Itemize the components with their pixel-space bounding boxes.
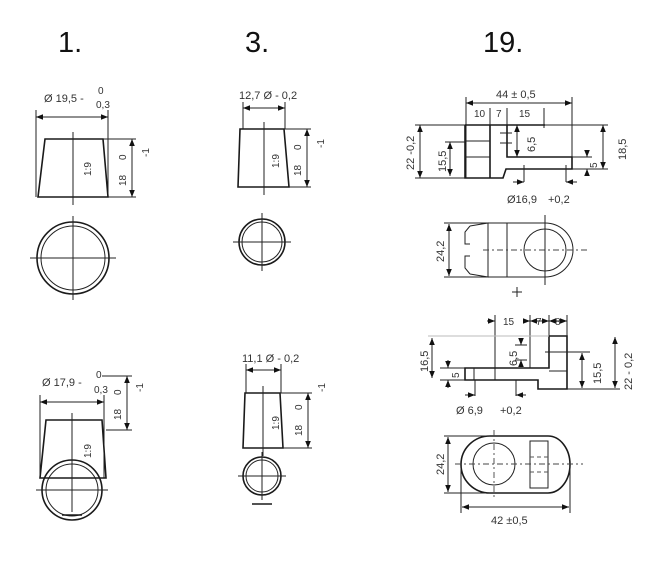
part19-bottom-plan-view: 24,2 42 ±0,5: [435, 430, 583, 527]
heading-part-3: 3.: [245, 27, 269, 59]
height-tol-upper: 0: [294, 404, 305, 410]
part1-top-side-view: Ø 19,5 - 0 0,3 1:9 18 0 -1: [35, 86, 152, 205]
dim-15-5: 15,5: [437, 151, 449, 172]
height-label: 18: [293, 164, 304, 176]
part3-top-side-view: 12,7 Ø - 0,2 1:9 18 0 -1: [237, 90, 327, 195]
taper-label: 1:9: [271, 416, 282, 430]
part19-top-plan-view: 24,2: [435, 215, 587, 297]
heading-part-19: 19.: [483, 27, 523, 59]
height-label: 22 - 0,2: [623, 353, 635, 390]
taper-label: 1:9: [271, 154, 282, 168]
part1-top-circle-view: [30, 216, 116, 300]
heading-part-1: 1.: [58, 27, 82, 59]
taper-label: 1:9: [83, 162, 94, 176]
dim-8: 8: [555, 317, 561, 328]
height-label: 18: [294, 424, 305, 436]
dim-10: 10: [474, 109, 486, 120]
part19-top-side-view: 44 ± 0,5 10 7 15 22 -0,2 15,5 6,5 18,5 5: [405, 89, 629, 206]
part3-top-circle-view: [233, 213, 291, 271]
height-tol-lower: -1: [141, 148, 152, 157]
dim-7: 7: [536, 317, 542, 328]
height-label: 18: [118, 174, 129, 186]
part3-bottom-side-view: 11,1 Ø - 0,2 1:9 18 0 -1: [242, 353, 328, 456]
diameter-label: Ø 17,9 -: [42, 377, 82, 389]
length-label: 42 ±0,5: [491, 515, 528, 527]
diameter-label: Ø 19,5 -: [44, 93, 84, 105]
tolerance-lower: 0,3: [96, 100, 110, 111]
length-label: 44 ± 0,5: [496, 89, 536, 101]
tolerance-upper: 0: [96, 370, 102, 381]
part1-bottom-side-view: Ø 17,9 - 0 0,3 1:9 18 0 -1: [39, 370, 146, 485]
tolerance-upper: 0: [98, 86, 104, 97]
part19-bottom-side-view: 15 7 8 6,5 16,5 5 15,5 22 - 0,2 Ø 6,9 +0…: [419, 315, 635, 417]
diameter-label: 12,7 Ø - 0,2: [239, 90, 297, 102]
taper-label: 1:9: [83, 444, 94, 458]
dim-5: 5: [589, 162, 600, 168]
hole-diameter: Ø16,9: [507, 194, 537, 206]
part1-bottom-circle-view: [36, 455, 108, 521]
dim-18-5: 18,5: [617, 139, 629, 160]
height-tol-upper: 0: [293, 144, 304, 150]
height-tol-lower: -1: [316, 139, 327, 148]
dim-16-5: 16,5: [419, 351, 431, 372]
part3-bottom-circle-view: [238, 452, 286, 505]
tolerance-lower: 0,3: [94, 385, 108, 396]
height-tol-upper: 0: [113, 389, 124, 395]
dim-7: 7: [496, 109, 502, 120]
height-tol-lower: -1: [135, 383, 146, 392]
dim-6-5: 6,5: [508, 351, 520, 366]
height-tol-upper: 0: [118, 154, 129, 160]
dim-15: 15: [519, 109, 531, 120]
diameter-label: 11,1 Ø - 0,2: [242, 353, 299, 365]
dim-5: 5: [451, 372, 462, 378]
dim-6-5: 6,5: [526, 137, 538, 152]
height-label: 18: [113, 408, 124, 420]
dim-15-5: 15,5: [592, 363, 604, 384]
dim-15: 15: [503, 317, 515, 328]
height-label: 22 -0,2: [405, 136, 417, 170]
width-label: 24,2: [435, 454, 447, 475]
hole-tolerance: +0,2: [500, 405, 522, 417]
width-label: 24,2: [435, 241, 447, 262]
hole-diameter: Ø 6,9: [456, 405, 483, 417]
height-tol-lower: -1: [317, 383, 328, 392]
hole-tolerance: +0,2: [548, 194, 570, 206]
